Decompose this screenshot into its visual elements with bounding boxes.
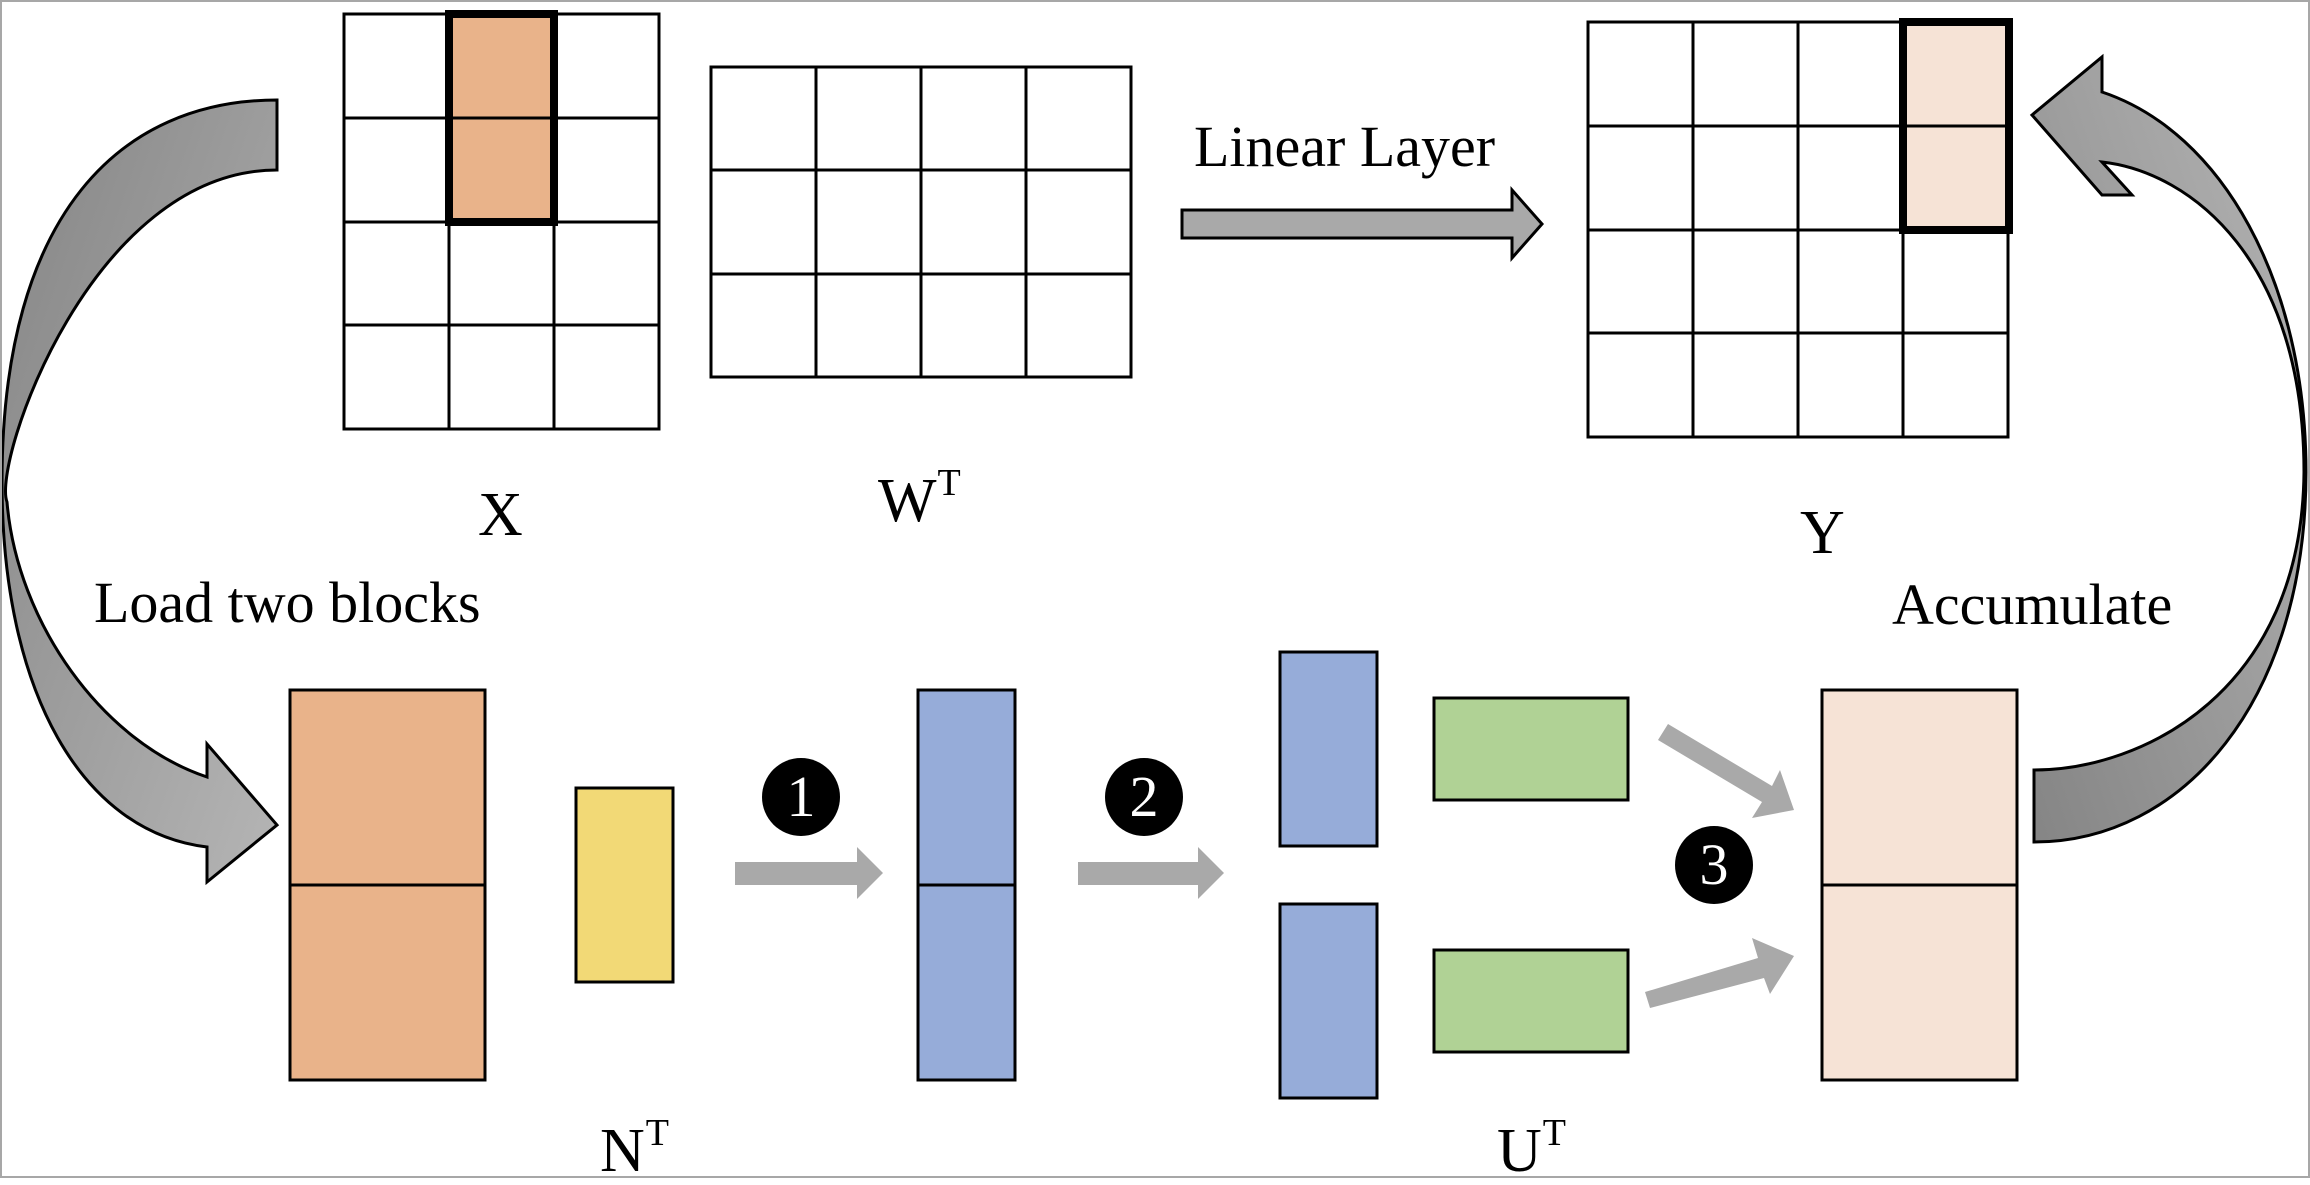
step-2-arrow xyxy=(1078,847,1224,899)
load-two-blocks-caption: Load two blocks xyxy=(94,570,481,635)
x-blocks xyxy=(288,688,487,1082)
step-3-arrow-bottom xyxy=(1645,938,1794,1008)
matrix-x xyxy=(342,10,661,431)
ut-label: UT xyxy=(1497,1112,1566,1185)
intermediate-blocks xyxy=(916,688,1017,1082)
step-3-arrow-top xyxy=(1658,724,1794,818)
matrix-x-selected-block xyxy=(445,10,558,226)
load-blocks-arrow xyxy=(2,98,280,886)
nt-label: NT xyxy=(600,1112,669,1185)
linear-layer-caption: Linear Layer xyxy=(1194,114,1496,179)
accumulate-arrow xyxy=(2029,53,2308,844)
linear-layer-arrow xyxy=(1180,186,1545,262)
matrix-wt xyxy=(709,65,1133,379)
matrix-y-selected-block xyxy=(1899,18,2013,234)
matrix-x-label: X xyxy=(478,481,523,549)
accumulate-caption: Accumulate xyxy=(1892,572,2173,637)
matrix-y-label: Y xyxy=(1800,499,1845,567)
step-2-marker: 2 xyxy=(1105,758,1183,836)
step-3-marker: 3 xyxy=(1675,826,1753,904)
y-blocks xyxy=(1820,688,2019,1082)
step-1-arrow xyxy=(735,847,883,899)
ut-block-bottom xyxy=(1432,948,1630,1054)
step-1-marker: 1 xyxy=(762,758,840,836)
nt-block xyxy=(574,786,675,984)
split-block-top xyxy=(1278,650,1379,848)
ut-block-top xyxy=(1432,696,1630,802)
matrix-y xyxy=(1586,18,2013,439)
split-block-bottom xyxy=(1278,902,1379,1100)
matrix-wt-label: WT xyxy=(878,462,961,535)
